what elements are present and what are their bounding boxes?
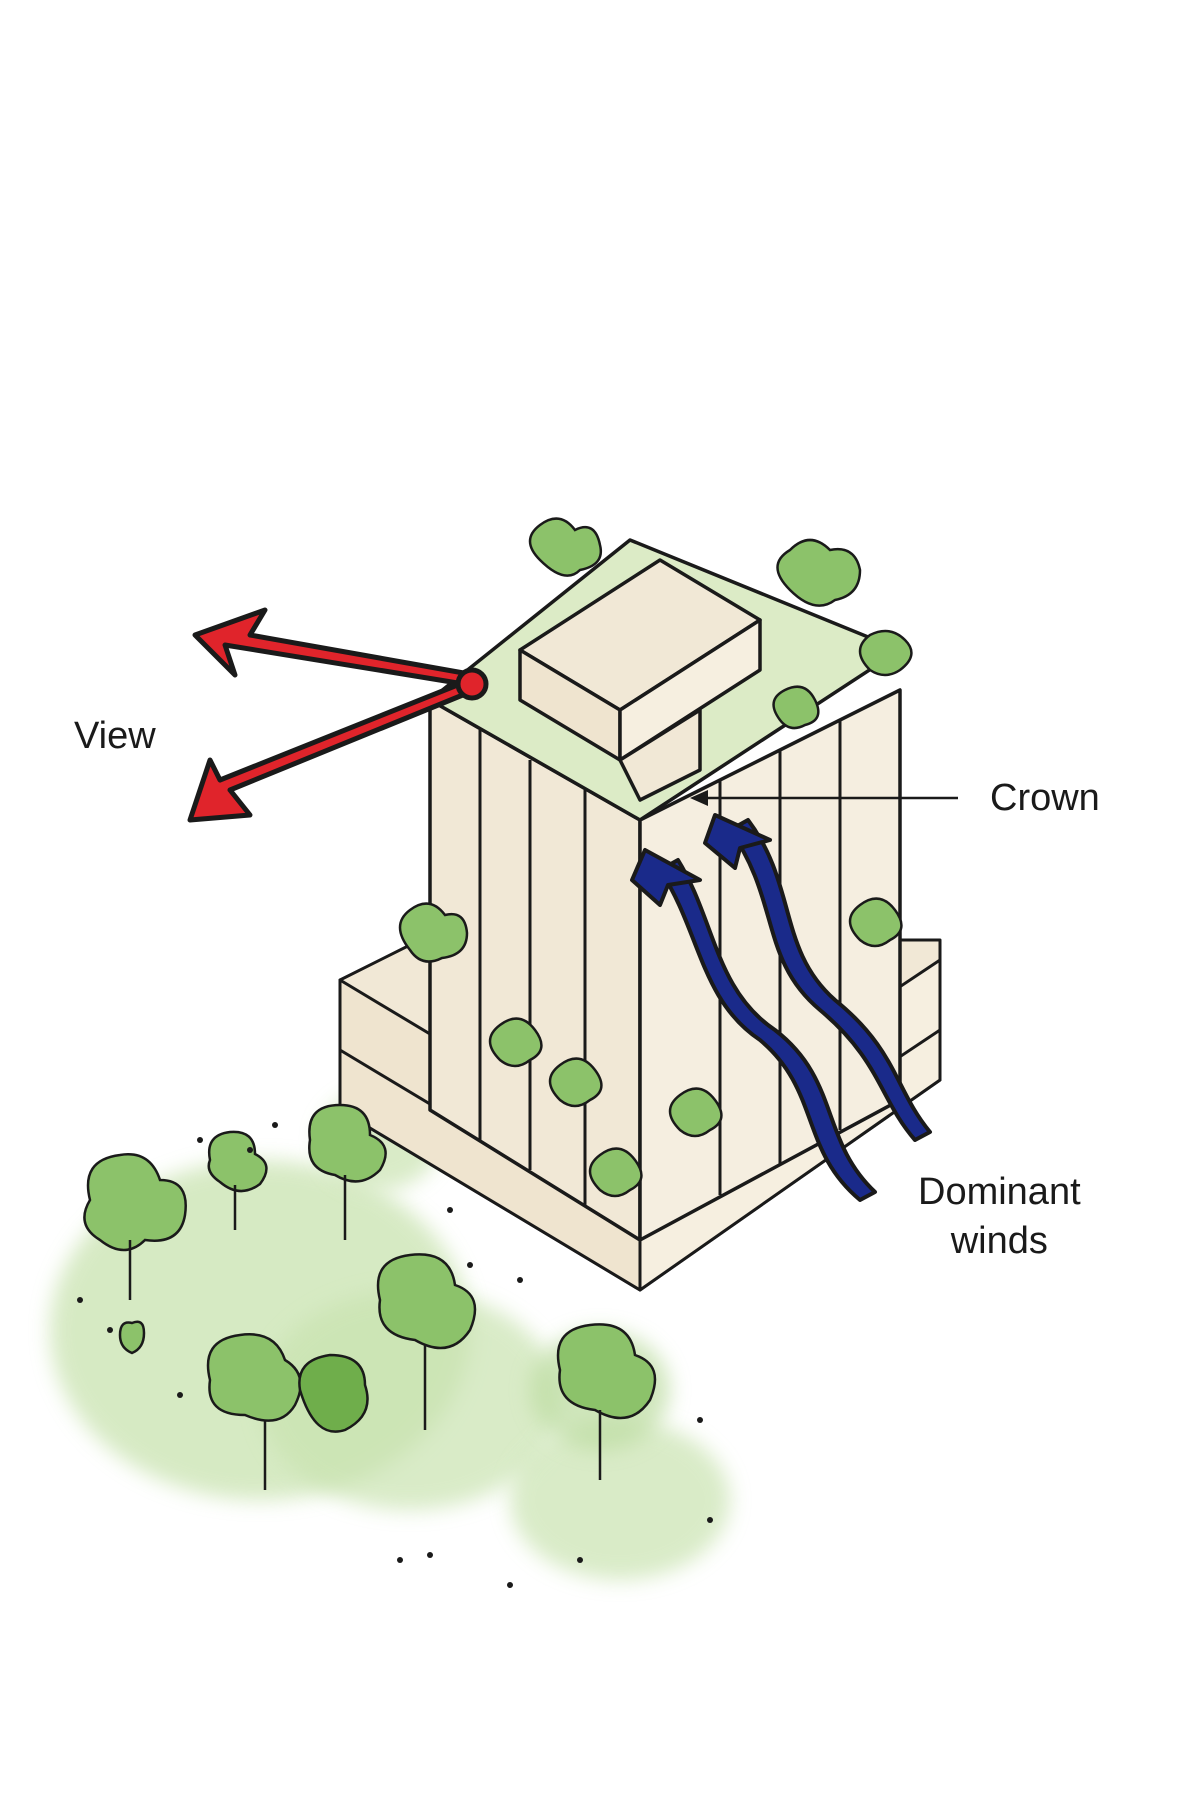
dominant-winds-line1: Dominant: [918, 1171, 1081, 1213]
ground-dots: [77, 1122, 713, 1588]
red-arrow-icon: [187, 607, 489, 823]
dominant-winds-line2: winds: [950, 1220, 1048, 1263]
view-label: View: [74, 715, 156, 757]
tree-icon: [83, 1103, 657, 1490]
blue-wind-arrow-icon: [630, 813, 932, 1202]
dominant-winds-label: Dominant winds: [918, 1168, 1081, 1267]
crown-pointer: [690, 790, 958, 806]
roof: [428, 538, 902, 822]
crown-label: Crown: [990, 777, 1100, 819]
building-greenery: [398, 517, 913, 1198]
